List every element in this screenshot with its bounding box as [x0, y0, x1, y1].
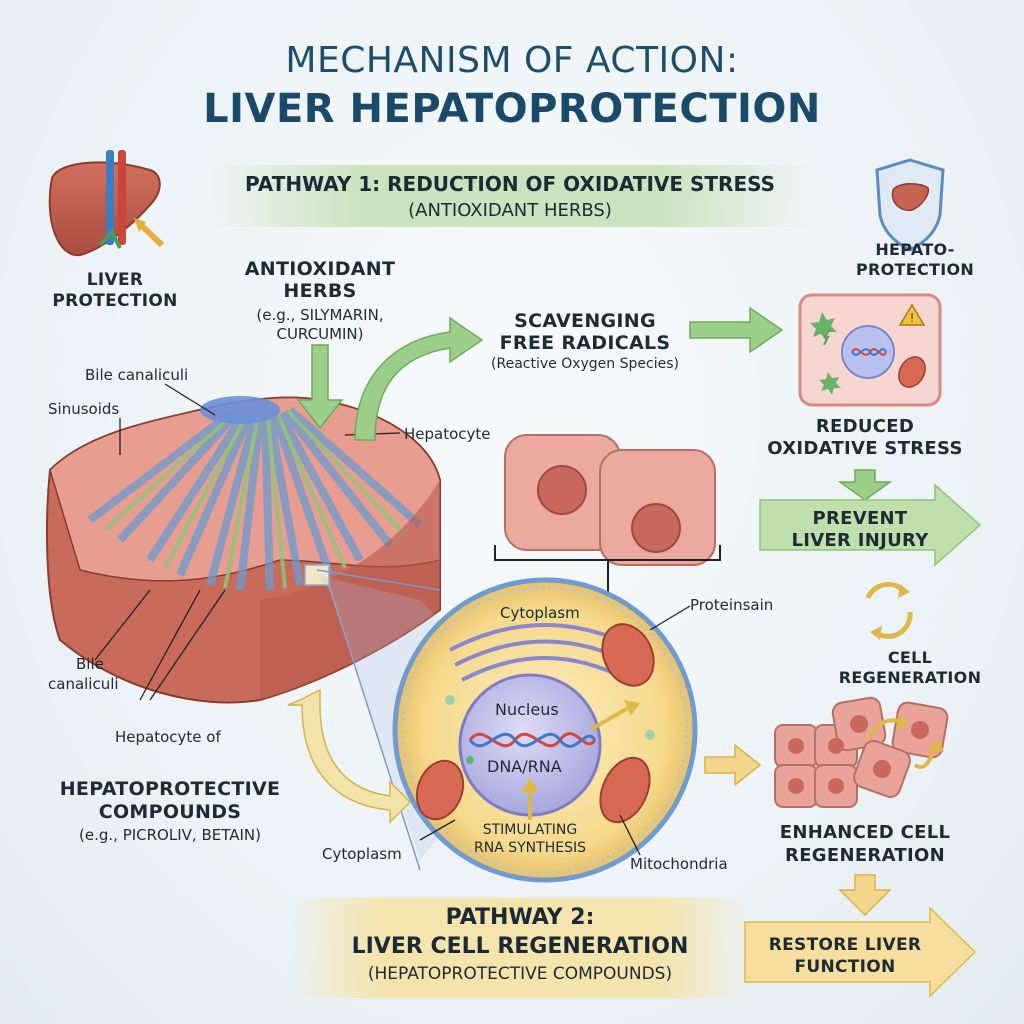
antioxidant-example2: CURCUMIN)	[276, 325, 364, 343]
label-stim-line2: RNA SYNTHESIS	[474, 840, 586, 856]
hepato-protection-line1: HEPATO-	[875, 240, 955, 259]
liver-icon	[48, 150, 165, 257]
oxidative-stress-box: !	[798, 293, 942, 407]
pathway1-subtitle: (ANTIOXIDANT HERBS)	[408, 200, 612, 221]
prevent-line1: PREVENT	[812, 508, 908, 529]
label-nucleus: Nucleus	[495, 700, 559, 719]
pathway2-subtitle: (HEPATOPROTECTIVE COMPOUNDS)	[367, 964, 673, 984]
restore-line1: RESTORE LIVER	[768, 935, 922, 955]
hepatocyte-pair	[494, 434, 721, 592]
pathway2-title-line2: LIVER CELL REGENERATION	[351, 934, 689, 959]
reduced-line2: OXIDATIVE STRESS	[767, 438, 963, 459]
label-proteinsain: Proteinsain	[690, 596, 774, 614]
title-line2: LIVER HEPATOPROTECTION	[203, 86, 821, 132]
liver-protection-line2: PROTECTION	[52, 291, 178, 311]
hepato-protection-line2: PROTECTION	[855, 260, 975, 279]
leader-lines	[94, 383, 691, 856]
hepatoprotective-example: (e.g., PICROLIV, BETAIN)	[79, 826, 261, 844]
pathway2-band	[290, 898, 750, 998]
scavenging-sub: (Reactive Oxygen Species)	[491, 356, 679, 372]
label-cytoplasm-top: Cytoplasm	[500, 604, 580, 622]
cycle-icon	[865, 581, 913, 640]
label-cytoplasm-bottom: Cytoplasm	[322, 845, 402, 863]
scavenging-line1: SCAVENGING	[514, 310, 656, 332]
enhanced-line1: ENHANCED CELL	[779, 822, 951, 843]
cell-zoom	[392, 577, 698, 883]
label-hepatocyte-of: Hepatocyte of	[115, 728, 221, 746]
liver-tissue-block	[46, 396, 441, 704]
regenerating-nuclei	[788, 715, 929, 794]
liver-protection-line1: LIVER	[86, 270, 144, 290]
cell-regen-line1: CELL	[887, 648, 933, 667]
label-bile-canaliculi-top: Bile canaliculi	[85, 366, 189, 384]
antioxidant-line1: ANTIOXIDANT	[244, 258, 396, 280]
label-bile-bottom-1: Bile	[76, 655, 104, 673]
enhanced-line2: REGENERATION	[785, 845, 945, 866]
antioxidant-example1: (e.g., SILYMARIN,	[256, 306, 384, 324]
pathway1-title: PATHWAY 1: REDUCTION OF OXIDATIVE STRESS	[244, 172, 776, 196]
label-bile-bottom-2: canaliculi	[48, 675, 119, 693]
green-arrows	[296, 306, 982, 567]
prevent-line2: LIVER INJURY	[791, 530, 929, 551]
label-dna-rna: DNA/RNA	[487, 757, 562, 776]
cell-regen-line2: REGENERATION	[838, 668, 982, 687]
label-hepatocyte: Hepatocyte	[404, 425, 491, 443]
label-stim-line1: STIMULATING	[482, 822, 578, 838]
svg-text:!: !	[910, 311, 915, 325]
yellow-arrows	[287, 688, 977, 998]
hepatoprotective-line1: HEPATOPROTECTIVE	[59, 778, 281, 800]
shield-icon	[875, 158, 945, 252]
antioxidant-line2: HERBS	[283, 280, 357, 302]
hepatoprotective-line2: COMPOUNDS	[98, 801, 242, 823]
title-line1: MECHANISM OF ACTION:	[285, 40, 739, 81]
label-mitochondria: Mitochondria	[630, 855, 728, 873]
pathway1-band	[210, 165, 810, 227]
scavenging-line2: FREE RADICALS	[499, 332, 671, 354]
pathway2-title-line1: PATHWAY 2:	[445, 905, 595, 930]
label-sinusoids: Sinusoids	[48, 400, 120, 418]
reduced-line1: REDUCED	[815, 416, 915, 437]
restore-line2: FUNCTION	[794, 957, 896, 977]
